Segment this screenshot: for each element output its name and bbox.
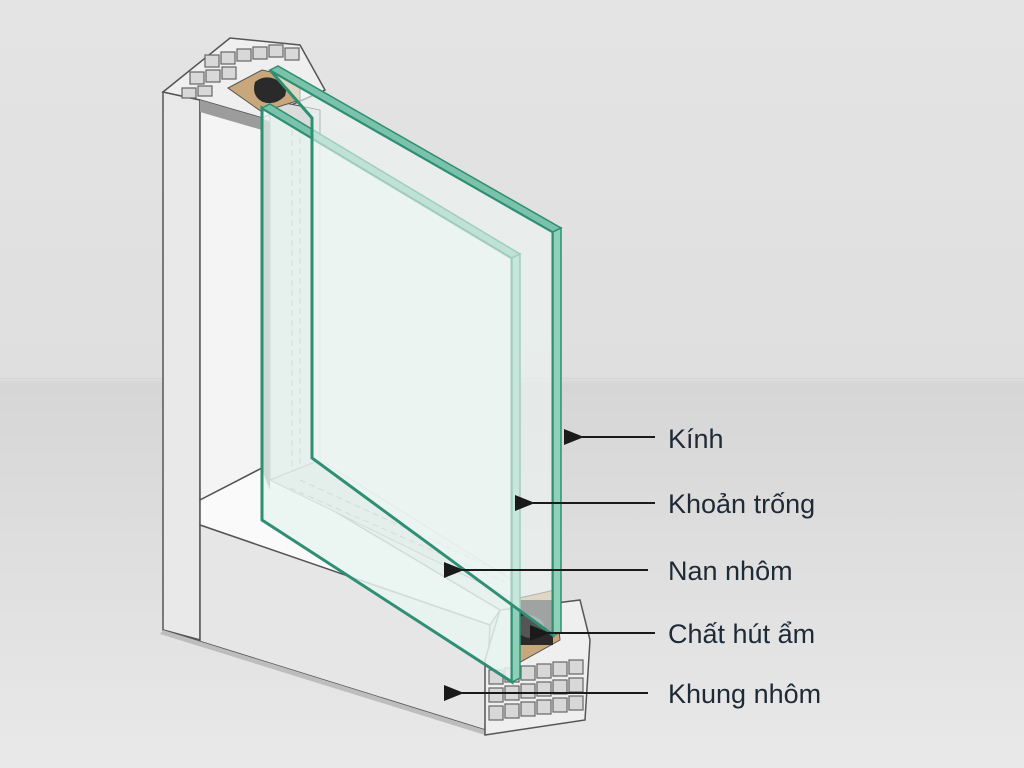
label-frame: Khung nhôm (668, 679, 822, 709)
label-gap: Khoản trống (668, 489, 816, 519)
outer-glass-pane (268, 65, 563, 638)
label-glass: Kính (668, 424, 724, 454)
callout-arrows (444, 429, 655, 701)
label-spacer: Nan nhôm (668, 556, 793, 586)
label-desiccant: Chất hút ẩm (668, 619, 816, 649)
